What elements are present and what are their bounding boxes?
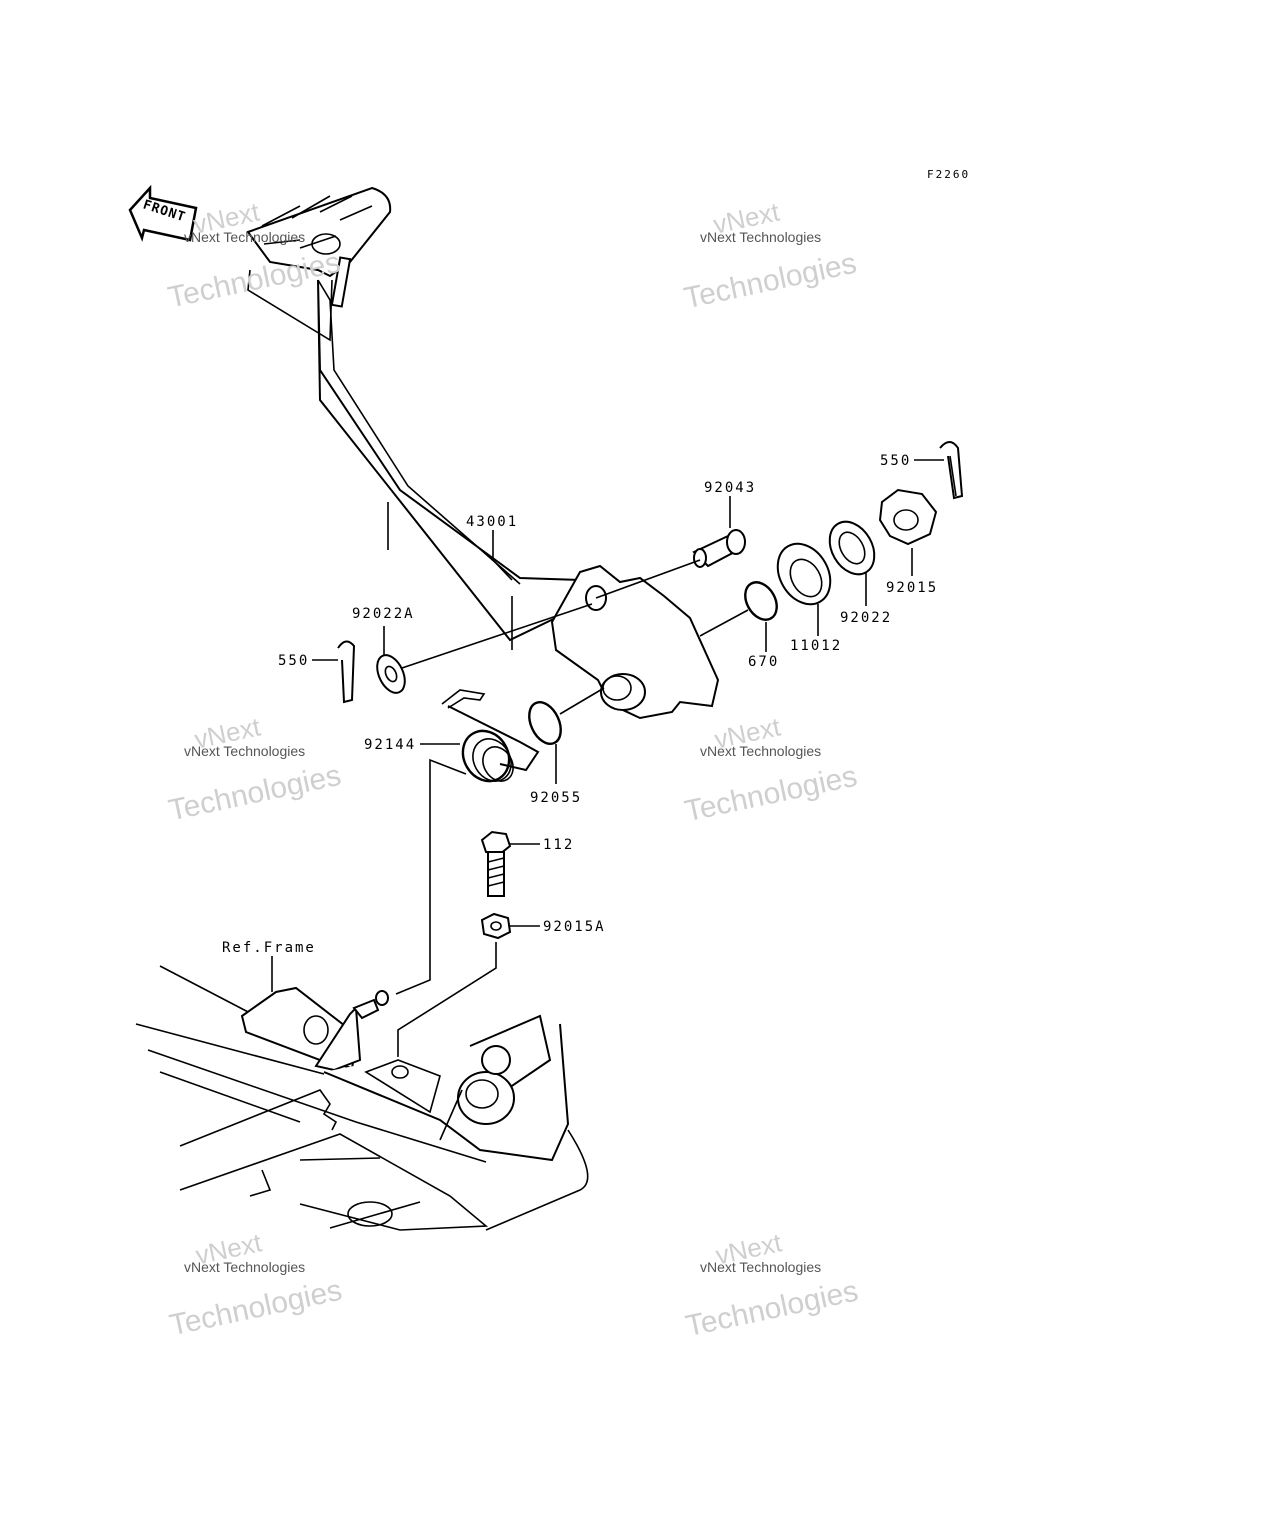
watermark-text: vNext Technologies (184, 229, 305, 245)
svg-text:Technologies: Technologies (683, 1275, 861, 1344)
watermark-text: vNext Technologies (184, 743, 305, 759)
label-11012: 11012 (790, 638, 842, 654)
label-92015A: 92015A (543, 919, 606, 935)
label-92022A: 92022A (352, 606, 415, 622)
washer-92022A (376, 603, 593, 694)
part-labels: 43001 92043 550 92015 92022 11012 670 92… (222, 453, 938, 956)
svg-text:Technologies: Technologies (167, 1274, 345, 1343)
label-ref-frame: Ref.Frame (222, 940, 316, 956)
watermark-text: vNext Technologies (700, 1259, 821, 1275)
label-670: 670 (748, 654, 779, 670)
label-92144: 92144 (364, 737, 416, 753)
pedal-pivot-housing (550, 564, 720, 720)
watermark-text: vNext Technologies (700, 743, 821, 759)
cotter-pin-550-top (939, 441, 964, 500)
bolt-112 (480, 830, 512, 897)
o-ring-670 (699, 581, 778, 637)
label-92015: 92015 (886, 580, 938, 596)
collar-11012 (776, 542, 832, 606)
label-550-top: 550 (880, 453, 911, 469)
spring-92144 (441, 689, 540, 783)
svg-text:Technologies: Technologies (165, 246, 343, 315)
watermark-text: vNext Technologies (700, 229, 821, 245)
watermark-top-right: vNext Technologies (681, 196, 859, 316)
label-92022: 92022 (840, 610, 892, 626)
label-43001: 43001 (466, 514, 518, 530)
washer-92022 (828, 520, 876, 576)
leader-lines (271, 459, 944, 1060)
frame-reference (135, 965, 589, 1231)
figure-code: F2260 (927, 168, 970, 181)
brake-pedal (246, 186, 582, 652)
pivot-pin-92043 (595, 529, 746, 599)
cotter-pin-550-left (337, 640, 356, 704)
label-92055: 92055 (530, 790, 582, 806)
watermark-mid-right: vNext Technologies (682, 711, 860, 829)
label-112: 112 (543, 837, 574, 853)
watermark-mid-left: vNext Technologies (166, 711, 344, 828)
svg-text:Technologies: Technologies (681, 247, 859, 316)
nut-92015A (480, 912, 512, 940)
label-550-left: 550 (278, 653, 309, 669)
watermark-bottom-right: vNext Technologies (683, 1227, 861, 1344)
o-ring-92055 (528, 687, 605, 745)
nut-92015 (878, 488, 938, 546)
svg-text:Technologies: Technologies (682, 760, 860, 829)
label-92043: 92043 (704, 480, 756, 496)
watermark-bottom-left: vNext Technologies (167, 1227, 345, 1343)
svg-text:Technologies: Technologies (166, 759, 344, 828)
watermark-text: vNext Technologies (184, 1259, 305, 1275)
